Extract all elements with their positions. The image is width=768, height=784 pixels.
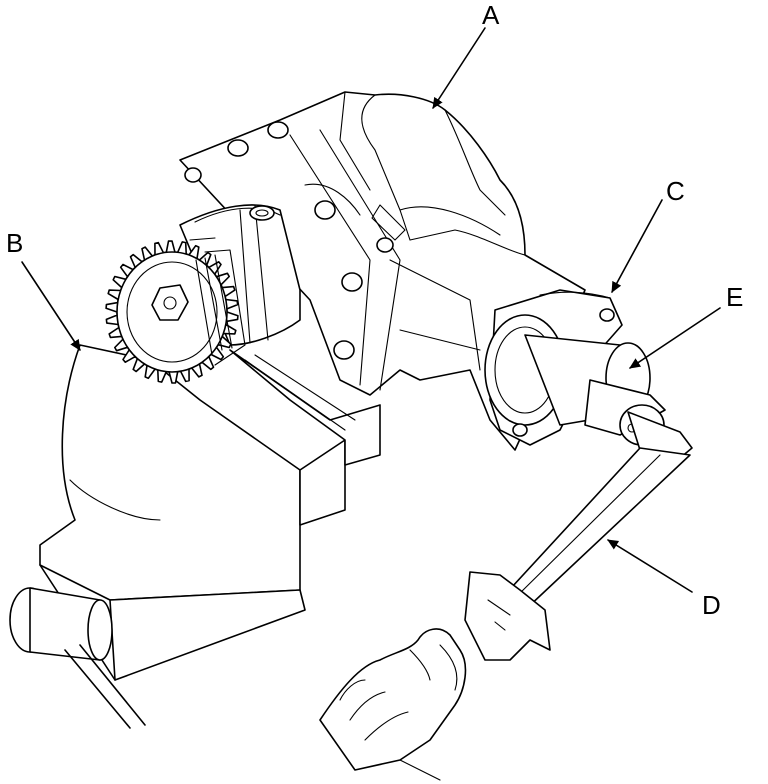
bearing-housing xyxy=(179,204,301,346)
bench-vise xyxy=(39,344,381,681)
hand xyxy=(319,628,467,781)
torque-wrench xyxy=(464,411,693,661)
special-tool xyxy=(524,334,666,446)
leader-d xyxy=(607,539,693,593)
callout-label-b: B xyxy=(6,228,23,258)
callout-labels: A B C D E xyxy=(6,0,743,620)
leader-e xyxy=(629,307,721,369)
pinion-gear xyxy=(105,237,246,384)
callout-label-a: A xyxy=(482,0,500,30)
leader-b xyxy=(21,261,81,351)
callout-label-e: E xyxy=(726,282,743,312)
callout-label-c: C xyxy=(666,176,685,206)
callout-label-d: D xyxy=(702,590,721,620)
gearbox-housing xyxy=(179,91,586,451)
leader-a xyxy=(432,27,486,109)
vise-handle xyxy=(9,587,146,729)
callout-leaders xyxy=(21,27,721,593)
leader-c xyxy=(611,199,663,293)
